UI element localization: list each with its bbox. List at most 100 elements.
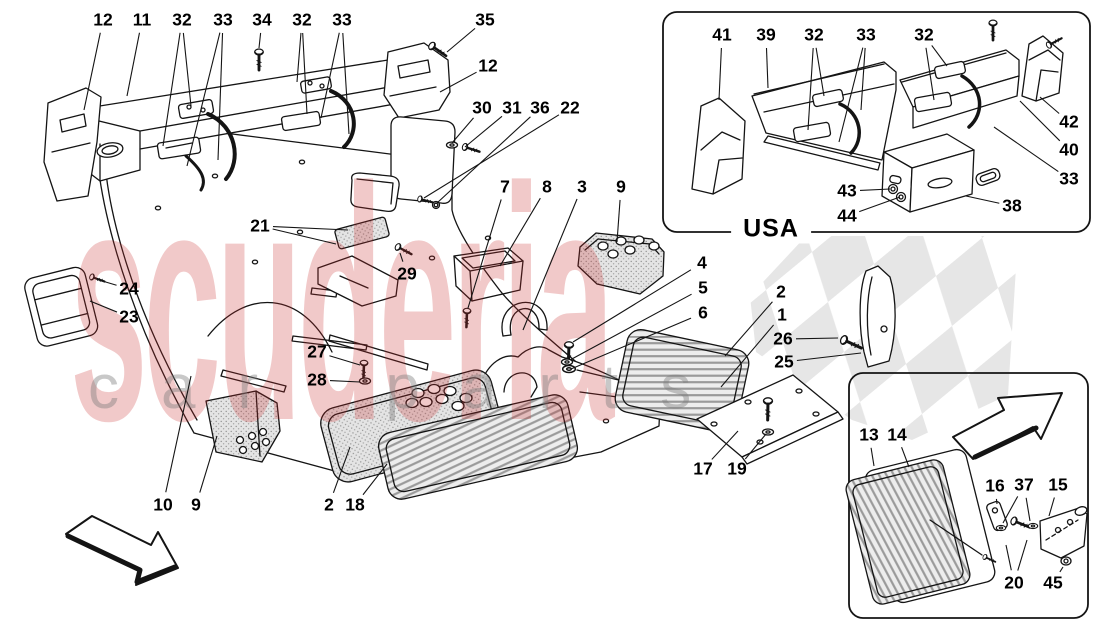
- callout-36: 36: [530, 97, 550, 118]
- leader-line: [765, 47, 769, 89]
- callout-18: 18: [345, 494, 365, 515]
- leader-line: [901, 446, 910, 468]
- callout-10: 10: [153, 494, 173, 515]
- leader-line: [965, 195, 1000, 204]
- leader-line: [724, 301, 773, 357]
- part-speaker-pad: [24, 266, 99, 347]
- callout-9: 9: [616, 176, 626, 197]
- leader-line: [718, 47, 722, 101]
- callout-32: 32: [172, 9, 192, 30]
- part-belt-anchor-left: [156, 98, 237, 192]
- leader-line: [859, 196, 901, 213]
- leader-line: [98, 279, 117, 286]
- callout-19: 19: [727, 458, 747, 479]
- leader-line: [1005, 544, 1012, 571]
- leader-line: [89, 300, 118, 313]
- leader-line: [464, 115, 503, 148]
- leader-line: [616, 199, 621, 243]
- leader-line: [217, 32, 224, 161]
- leader-line: [995, 498, 998, 505]
- callout-13: 13: [859, 424, 879, 445]
- callout-25: 25: [774, 351, 794, 372]
- callout-41: 41: [712, 24, 732, 45]
- callout-2: 2: [776, 281, 786, 302]
- leader-line: [83, 32, 101, 111]
- callout-33: 33: [332, 9, 352, 30]
- callout-28: 28: [307, 369, 327, 390]
- leader-line: [126, 32, 141, 97]
- callout-32: 32: [914, 24, 934, 45]
- leader-line: [296, 32, 302, 83]
- callout-26: 26: [773, 328, 793, 349]
- leader-line: [870, 447, 875, 467]
- leader-line: [1048, 497, 1055, 517]
- callout-12: 12: [93, 9, 113, 30]
- leader-line: [572, 269, 692, 343]
- fasteners-main: [87, 39, 865, 436]
- callout-35: 35: [475, 9, 495, 30]
- callout-37: 37: [1014, 474, 1034, 495]
- leader-line: [272, 226, 349, 231]
- leader-line: [446, 27, 476, 53]
- leader-line: [467, 199, 502, 309]
- direction-arrow-main: [65, 515, 179, 586]
- callout-30: 30: [472, 97, 492, 118]
- leader-line: [439, 71, 477, 93]
- part-pillar-trim: [859, 265, 896, 368]
- leader-line: [744, 433, 767, 460]
- callout-33: 33: [1059, 168, 1079, 189]
- callout-4: 4: [697, 252, 707, 273]
- part-armrest-pad: [350, 172, 400, 213]
- part-inset-grommet: [1060, 556, 1072, 566]
- usa-inset-box: [662, 11, 1091, 233]
- part-inset-bracket: [1039, 506, 1088, 559]
- callout-34: 34: [252, 9, 272, 30]
- callout-3: 3: [577, 176, 587, 197]
- callout-38: 38: [1002, 195, 1022, 216]
- callout-15: 15: [1048, 474, 1068, 495]
- part-inset-mat: [845, 459, 998, 605]
- callout-40: 40: [1059, 139, 1079, 160]
- part-bracket-21: [317, 216, 399, 307]
- leader-line: [272, 228, 337, 245]
- callout-17: 17: [693, 458, 713, 479]
- callout-6: 6: [698, 302, 708, 323]
- leader-line: [436, 116, 531, 204]
- part-usa-cover-left: [691, 97, 746, 195]
- callout-22: 22: [560, 97, 580, 118]
- leader-line: [807, 47, 814, 131]
- callout-43: 43: [837, 180, 857, 201]
- leader-line: [795, 337, 839, 340]
- leader-line: [860, 47, 866, 111]
- leader-line: [332, 446, 351, 493]
- leader-line: [182, 32, 192, 107]
- leader-line: [569, 293, 692, 361]
- leader-line: [1002, 496, 1019, 524]
- callout-14: 14: [887, 424, 907, 445]
- callout-44: 44: [837, 205, 857, 226]
- direction-arrow-inset: [952, 392, 1063, 460]
- leader-line: [925, 47, 935, 101]
- callout-24: 24: [119, 278, 139, 299]
- leader-line: [522, 198, 578, 331]
- part-mat-rear: [320, 369, 504, 483]
- part-cup-pocket: [453, 247, 524, 302]
- callout-33: 33: [213, 9, 233, 30]
- leader-line: [329, 355, 361, 366]
- part-usa-anchor-right: [913, 60, 982, 129]
- callout-2: 2: [324, 494, 334, 515]
- usa-inset-label: USA: [731, 214, 811, 244]
- callout-20: 20: [1004, 572, 1024, 593]
- part-heel-pad: [205, 390, 281, 463]
- leader-line: [320, 32, 340, 119]
- callout-16: 16: [985, 475, 1005, 496]
- leader-line: [796, 352, 862, 362]
- leader-line: [399, 252, 404, 262]
- leader-line: [329, 380, 361, 383]
- leader-line: [1039, 96, 1060, 114]
- callout-39: 39: [756, 24, 776, 45]
- part-grab-loop: [501, 301, 548, 337]
- callout-32: 32: [292, 9, 312, 30]
